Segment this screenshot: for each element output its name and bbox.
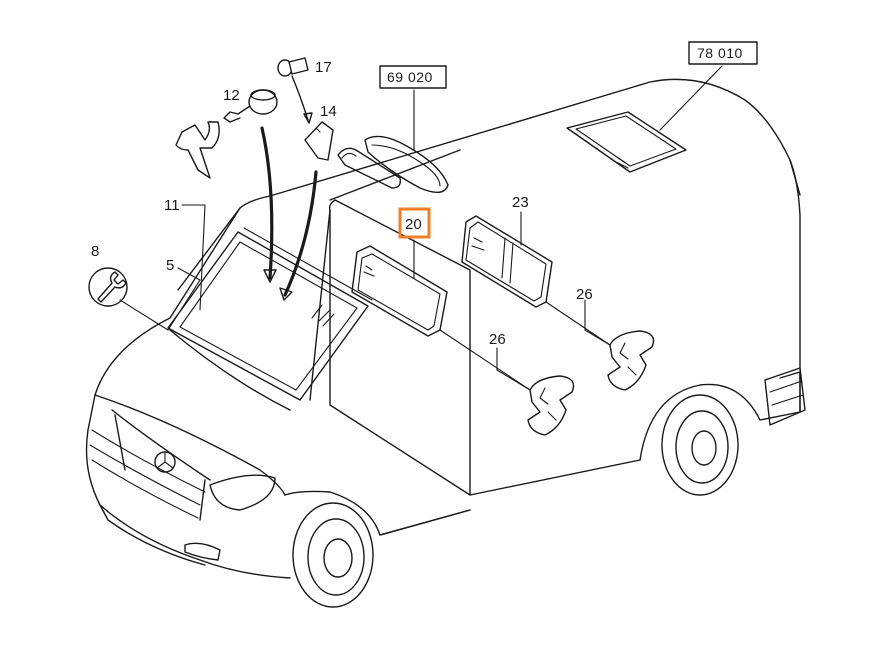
clip-icon [527,375,575,436]
sensor-icon [223,89,278,123]
reference-box-78010 [688,41,758,65]
callout-8[interactable]: 8 [91,243,99,260]
clip-icon [607,330,655,391]
callout-26-rear[interactable]: 26 [576,286,593,303]
side-window-20 [351,245,448,337]
roof-vent [337,135,449,193]
reference-box-69020 [379,65,447,89]
leader-lines [119,65,723,391]
bracket-icon [175,121,220,179]
install-arrow [291,75,309,121]
callout-12[interactable]: 12 [223,87,240,104]
roof-hatch [566,111,687,173]
reference-78010[interactable]: 78 010 [697,45,743,61]
install-arrow [283,170,318,297]
callout-11[interactable]: 11 [164,197,180,214]
wrench-icon [88,267,128,307]
callout-14[interactable]: 14 [320,103,337,120]
callout-17[interactable]: 17 [315,59,332,76]
side-window-23 [461,215,553,308]
tag-icon [304,121,334,161]
install-arrow [260,126,274,280]
reference-69020[interactable]: 69 020 [387,69,433,85]
callout-20[interactable]: 20 [405,216,422,233]
selected-callout-frame [398,207,431,239]
van-body [85,78,806,608]
callout-26-mid[interactable]: 26 [489,331,506,348]
callout-5[interactable]: 5 [166,257,174,274]
callout-23[interactable]: 23 [512,194,529,211]
bulb-icon [277,57,309,77]
